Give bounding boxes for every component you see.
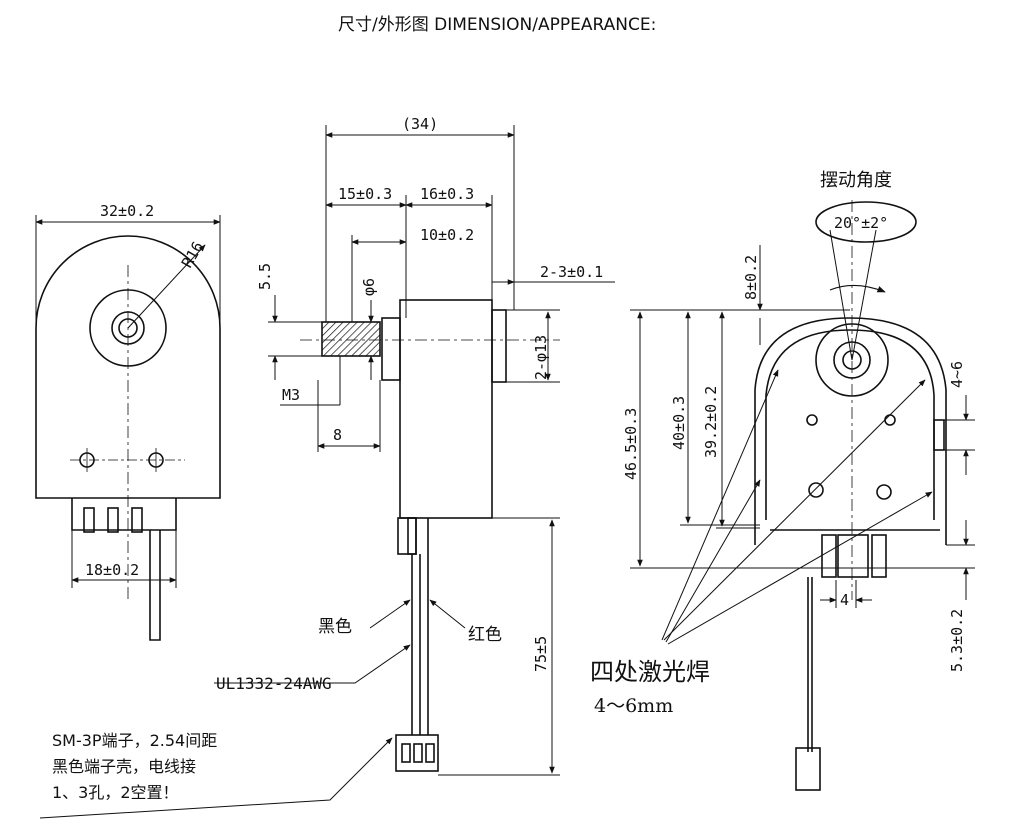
side-connector (395, 734, 439, 772)
rear-connector (795, 747, 821, 791)
swing-angle-title: 摆动角度 (820, 170, 892, 191)
swing-angle-value: 20°±2° (834, 214, 888, 232)
dim-shaft-dia-label: φ6 (360, 278, 378, 296)
page-title: 尺寸/外形图 DIMENSION/APPEARANCE: (338, 15, 656, 35)
wire-red-label: 红色 (468, 625, 502, 645)
dim-thread-len-label: 8 (333, 426, 342, 444)
dim-h1-label: 46.5±0.3 (622, 408, 640, 480)
weld-note-label: 四处激光焊 (590, 658, 710, 686)
dim-tab-height-label: 5.3±0.2 (948, 609, 966, 672)
connector-note-line1: SM-3P端子，2.54间距 (52, 731, 217, 750)
rear-tab-right (871, 534, 887, 578)
dim-tab-width-label: 4 (840, 591, 849, 609)
dim-pin-spacing (71, 530, 177, 588)
wire-leaders (39, 599, 466, 819)
side-flange (381, 317, 401, 381)
dim-front-width (35, 215, 221, 325)
rear-view (754, 200, 947, 791)
swing-ellipse (815, 201, 917, 243)
front-view (35, 235, 221, 641)
dim-flat-label: 5.5 (256, 263, 274, 290)
dim-overall-label: (34) (402, 115, 438, 133)
dim-radius-label: R16 (178, 238, 207, 270)
dim-front-width-label: 32±0.2 (100, 202, 154, 220)
front-lead-wire (149, 530, 161, 641)
rear-hole-2 (884, 414, 896, 426)
rear-dims (630, 245, 975, 645)
dim-overall (268, 125, 615, 776)
dim-thread-label: M3 (282, 386, 300, 404)
rear-hole-4 (876, 484, 892, 500)
dim-h3-label: 39.2±0.2 (702, 386, 720, 458)
side-boss (491, 309, 507, 383)
dim-left-len-label: 15±0.3 (338, 185, 392, 203)
dim-shaft-len-label: 10±0.2 (420, 226, 474, 244)
side-terminal (397, 517, 417, 555)
wire-black-label: 黑色 (318, 617, 352, 637)
dim-slot-label: 4~6 (948, 361, 966, 388)
dim-right-len-label: 16±0.3 (420, 185, 474, 203)
connector-note-line3: 1、3孔，2空置！ (52, 783, 179, 802)
side-view (300, 299, 560, 772)
side-shaft-hatch (321, 321, 381, 357)
dim-boss-dia-label: 2-φ13 (532, 335, 550, 380)
rear-hole-1 (806, 414, 818, 426)
front-terminal-block (71, 498, 177, 531)
wire-spec-label: UL1332-24AWG (216, 674, 332, 693)
r16-leader (127, 244, 206, 329)
dim-top-offset-label: 8±0.2 (742, 255, 760, 300)
side-body (399, 299, 493, 519)
front-body-outline (35, 235, 221, 499)
dim-pin-spacing-label: 18±0.2 (85, 561, 139, 579)
dim-flange-label: 2-3±0.1 (540, 263, 603, 281)
dim-h2-label: 40±0.3 (670, 396, 688, 450)
connector-note-line2: 黑色端子壳，电线接 (52, 757, 196, 776)
rear-body-outline (754, 317, 947, 545)
dim-lead-length-label: 75±5 (532, 636, 550, 672)
rear-hole-3 (808, 482, 824, 498)
rear-tab-left (821, 534, 837, 578)
weld-size-label: 4～6mm (594, 695, 673, 717)
